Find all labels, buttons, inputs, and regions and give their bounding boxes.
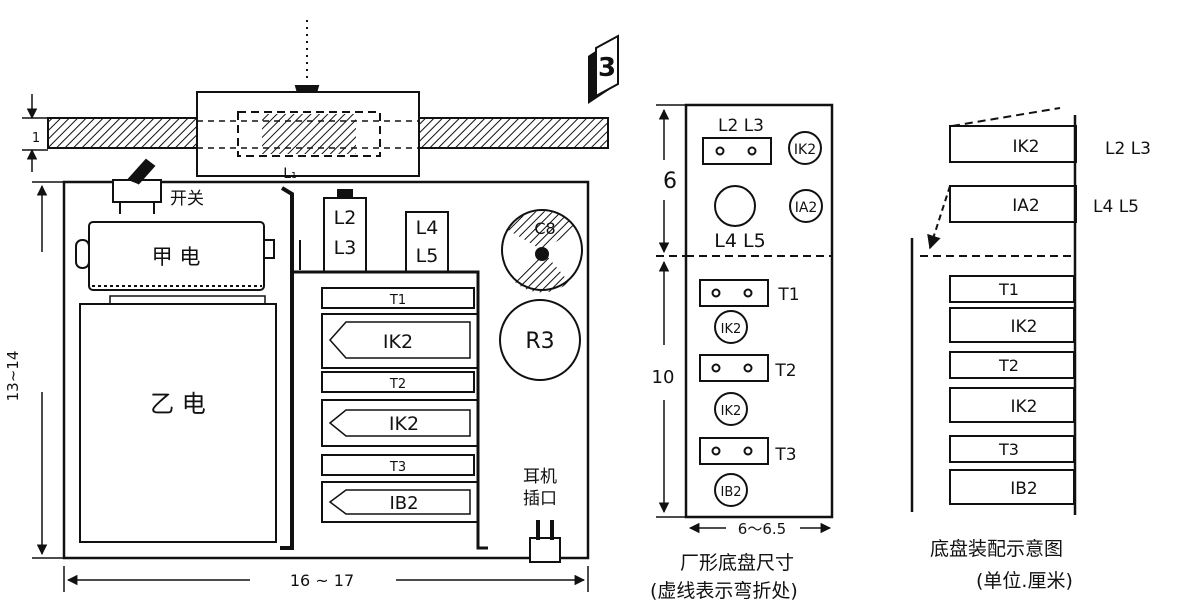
switch-label: 开关 <box>170 189 204 209</box>
chassis-dimension-labels: 6 10 L2 L3 L4 L5 IK2 IA2 T1 T2 T3 IK2 IK… <box>652 116 818 538</box>
assembly-schematic <box>910 107 1077 515</box>
l45-label: L4 L5 <box>714 230 765 252</box>
figure-badge: 3 <box>588 34 619 104</box>
t1-bar <box>321 287 475 309</box>
row2-side-label: L4 L5 <box>1093 197 1139 217</box>
t2-label: T2 <box>389 377 406 392</box>
tube3-label: IB2 <box>389 493 418 514</box>
row7-label: T3 <box>998 440 1019 459</box>
right-caption-2: (单位.厘米) <box>976 570 1073 592</box>
middle-caption-2: (虚线表示弯折处) <box>650 580 798 602</box>
tube3-box <box>321 481 479 523</box>
coil-l5-label: L5 <box>416 245 439 267</box>
chassis-dimension <box>656 103 834 534</box>
t3-label: T3 <box>389 460 406 475</box>
row5-label: T2 <box>998 356 1019 375</box>
dim-lower-label: 10 <box>652 367 675 388</box>
l23-label: L2 L3 <box>718 116 764 136</box>
coil-l4-label: L4 <box>416 217 439 239</box>
coil-l4l5 <box>405 211 449 273</box>
t1-dim-label: T1 <box>777 285 799 305</box>
tube2-box <box>321 399 479 447</box>
t1-label: T1 <box>389 293 406 308</box>
row2-label: IA2 <box>1012 196 1039 216</box>
dim-top-label: 1 <box>32 131 40 146</box>
dim-width-label: 16 ~ 17 <box>290 571 354 590</box>
t3-bar <box>321 454 475 476</box>
row4-label: IK2 <box>1011 317 1038 337</box>
main-assembly <box>22 20 609 592</box>
row3-label: T1 <box>998 280 1019 299</box>
jack-label-1: 耳机 <box>523 467 557 487</box>
main-assembly-labels: 1 L₁ 开关 甲 电 乙 电 L2 L3 L4 L5 C8 R3 T1 IK2… <box>4 131 557 590</box>
jack-label-2: 插口 <box>523 489 557 509</box>
dim-height-label: 13~14 <box>4 351 22 402</box>
socket4-label: IK2 <box>721 404 742 419</box>
tube2-label: IK2 <box>389 413 419 435</box>
tube1-label: IK2 <box>383 331 413 353</box>
socket1-label: IK2 <box>794 142 816 158</box>
coil-l3-label: L3 <box>334 237 357 259</box>
tube1-box <box>321 313 479 369</box>
coil-l1-label: L₁ <box>283 166 296 182</box>
t2-bar <box>321 371 475 393</box>
socket3-label: IK2 <box>721 322 742 337</box>
dim-width-mid-label: 6～6.5 <box>738 520 786 538</box>
middle-caption-1: 厂形底盘尺寸 <box>680 552 795 574</box>
jack-icon <box>529 537 561 563</box>
res-label: R3 <box>525 329 554 354</box>
assembly-schematic-labels: IK2 L2 L3 IA2 L4 L5 T1 IK2 T2 IK2 T3 IB2 <box>998 137 1151 499</box>
t3-dim-label: T3 <box>774 445 796 465</box>
row1-side-label: L2 L3 <box>1105 139 1151 159</box>
chassis-outline <box>62 180 590 560</box>
battery-b <box>79 303 277 543</box>
right-caption-1: 底盘装配示意图 <box>930 538 1064 560</box>
battery-a-label: 甲 电 <box>152 245 201 269</box>
row8-label: IB2 <box>1010 479 1038 499</box>
cap-label: C8 <box>534 219 555 238</box>
socket2-label: IA2 <box>795 200 818 216</box>
res-r3 <box>499 299 581 381</box>
row6-label: IK2 <box>1011 397 1038 417</box>
socket5-label: IB2 <box>720 485 741 500</box>
battery-b-label: 乙 电 <box>150 390 206 418</box>
row1-label: IK2 <box>1013 137 1040 157</box>
coil-l2-label: L2 <box>334 207 357 229</box>
coil-inner <box>237 111 381 157</box>
t2-dim-label: T2 <box>774 361 796 381</box>
badge-number: 3 <box>598 53 616 83</box>
dim-upper-label: 6 <box>663 169 677 194</box>
